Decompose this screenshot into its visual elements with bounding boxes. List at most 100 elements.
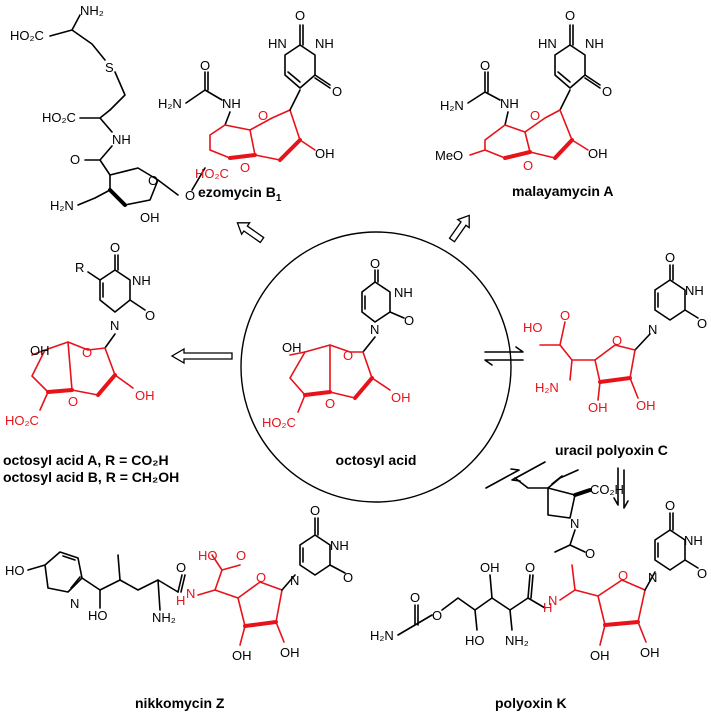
atom-o: O: [295, 8, 305, 23]
atom-o: O: [697, 316, 707, 331]
polyoxin-k-structure: CO₂H N O H₂N O O OH HO NH₂ O H N O OH OH…: [370, 469, 707, 711]
atom-oh: OH: [280, 645, 300, 660]
atom-o: O: [200, 58, 210, 73]
atom-o: O: [110, 240, 120, 255]
atom-o: O: [432, 608, 442, 623]
atom-o-ring: O: [148, 173, 158, 188]
atom-oh: OH: [391, 390, 411, 405]
atom-o-ring: O: [82, 345, 92, 360]
atom-s: S: [105, 60, 114, 75]
atom-oh: OH: [636, 398, 656, 413]
atom-oh: OH: [480, 560, 500, 575]
atom-nh: NH: [132, 273, 151, 288]
atom-o: O: [70, 152, 80, 167]
atom-h: H: [176, 593, 185, 608]
atom-n: N: [70, 596, 79, 611]
atom-ho: HO: [5, 563, 25, 578]
atom-o: O: [410, 590, 420, 605]
atom-o-ring: O: [343, 348, 353, 363]
atom-o: O: [236, 548, 246, 563]
atom-n: N: [648, 322, 657, 337]
octosyl-acid-ab-structure: R O NH O N OH O O OH HO₂C octosyl acid A…: [3, 240, 179, 485]
atom-o-ring: O: [612, 333, 622, 348]
equilibrium-arrow-to-nikkomycin: [485, 461, 546, 489]
atom-o: O: [332, 84, 342, 99]
atom-r: R: [75, 260, 84, 275]
atom-nh: NH: [394, 285, 413, 300]
compound-name-ezomycin: ezomycin B1: [198, 184, 282, 204]
atom-ho2c: HO₂C: [10, 28, 44, 43]
atom-h2n: H₂N: [158, 96, 182, 111]
equilibrium-arrow-to-uracil-polyoxin: [484, 346, 524, 366]
compound-name-octosyl-b: octosyl acid B, R = CH₂OH: [3, 469, 179, 485]
atom-nh: NH: [685, 283, 704, 298]
atom-ho2c: HO₂C: [195, 166, 229, 181]
atom-oh: HO: [523, 320, 543, 335]
atom-o: O: [697, 566, 707, 581]
atom-ho2c: HO₂C: [42, 110, 76, 125]
atom-n: N: [570, 516, 579, 531]
compound-name-malayamycin: malayamycin A: [512, 183, 613, 199]
atom-oh: HO: [88, 608, 108, 623]
atom-nh2: NH₂: [505, 633, 529, 648]
retro-arrow-to-ezomycin: [236, 222, 265, 244]
atom-o: O: [310, 503, 320, 518]
atom-o: O: [343, 570, 353, 585]
atom-o: O: [602, 84, 612, 99]
atom-o-ring: O: [618, 568, 628, 583]
atom-o: O: [585, 546, 595, 561]
atom-o-bridge: O: [325, 396, 335, 411]
atom-hn: HN: [268, 36, 287, 51]
atom-o-bridge: O: [523, 158, 533, 173]
atom-nh2: NH₂: [152, 610, 176, 625]
atom-o: O: [176, 560, 186, 575]
compound-name-octosyl-acid: octosyl acid: [336, 452, 417, 468]
atom-n: N: [290, 573, 299, 588]
atom-n: N: [548, 593, 557, 608]
atom-n: N: [186, 586, 195, 601]
atom-co2h: CO₂H: [590, 482, 624, 497]
atom-o-bridge: O: [240, 160, 250, 175]
atom-h: H: [543, 600, 552, 615]
atom-nh: NH: [112, 132, 131, 147]
atom-o: O: [525, 560, 535, 575]
uracil-polyoxin-c-structure: O NH O N O HO O H₂N OH OH uracil polyoxi…: [523, 250, 707, 458]
atom-hn: HN: [538, 36, 557, 51]
atom-nh: NH: [500, 96, 519, 111]
compound-name-uracil-polyoxin: uracil polyoxin C: [555, 442, 668, 458]
nikkomycin-z-structure: HO N HO NH₂ O H N HO O O OH OH O NH O N …: [5, 503, 353, 711]
atom-o: O: [480, 58, 490, 73]
atom-o: O: [665, 250, 675, 265]
atom-oh: OH: [140, 210, 160, 225]
atom-oh: OH: [640, 645, 660, 660]
octosyl-acid-structure: O NH O N OH O O OH HO₂C octosyl acid: [262, 256, 416, 468]
equilibrium-arrow-to-polyoxin-k: [613, 467, 629, 509]
atom-meo: MeO: [435, 148, 463, 163]
atom-oh: OH: [588, 146, 608, 161]
retro-arrow-to-octosyl-ab: [170, 347, 233, 365]
atom-o: O: [560, 308, 570, 323]
atom-oh: OH: [315, 146, 335, 161]
ezomycin-b1-structure: HO₂C NH₂ S HO₂C NH O O H₂N OH O H₂N O NH…: [10, 3, 342, 225]
atom-h2n: H₂N: [535, 380, 559, 395]
atom-o: O: [665, 498, 675, 513]
atom-n: N: [110, 318, 119, 333]
atom-oh: OH: [30, 343, 50, 358]
retro-arrow-to-malayamycin: [448, 214, 470, 243]
atom-h2n: H₂N: [50, 198, 74, 213]
compound-name-octosyl-a: octosyl acid A, R = CO₂H: [3, 452, 169, 468]
atom-ho2c: HO₂C: [262, 415, 296, 430]
atom-nh: NH: [585, 36, 604, 51]
atom-o: O: [370, 256, 380, 271]
atom-nh: NH: [330, 538, 349, 553]
atom-ho: HO: [198, 548, 218, 563]
atom-ho2c: HO₂C: [5, 413, 39, 428]
atom-nh: NH: [222, 96, 241, 111]
atom-o-ring: O: [258, 108, 268, 123]
atom-n: N: [648, 570, 657, 585]
malayamycin-a-structure: O HN NH O H₂N O NH O O OH MeO malayamyci…: [435, 8, 613, 199]
atom-o-ring: O: [256, 570, 266, 585]
compound-name-polyoxin-k: polyoxin K: [495, 695, 567, 711]
atom-o-bridge: O: [68, 394, 78, 409]
